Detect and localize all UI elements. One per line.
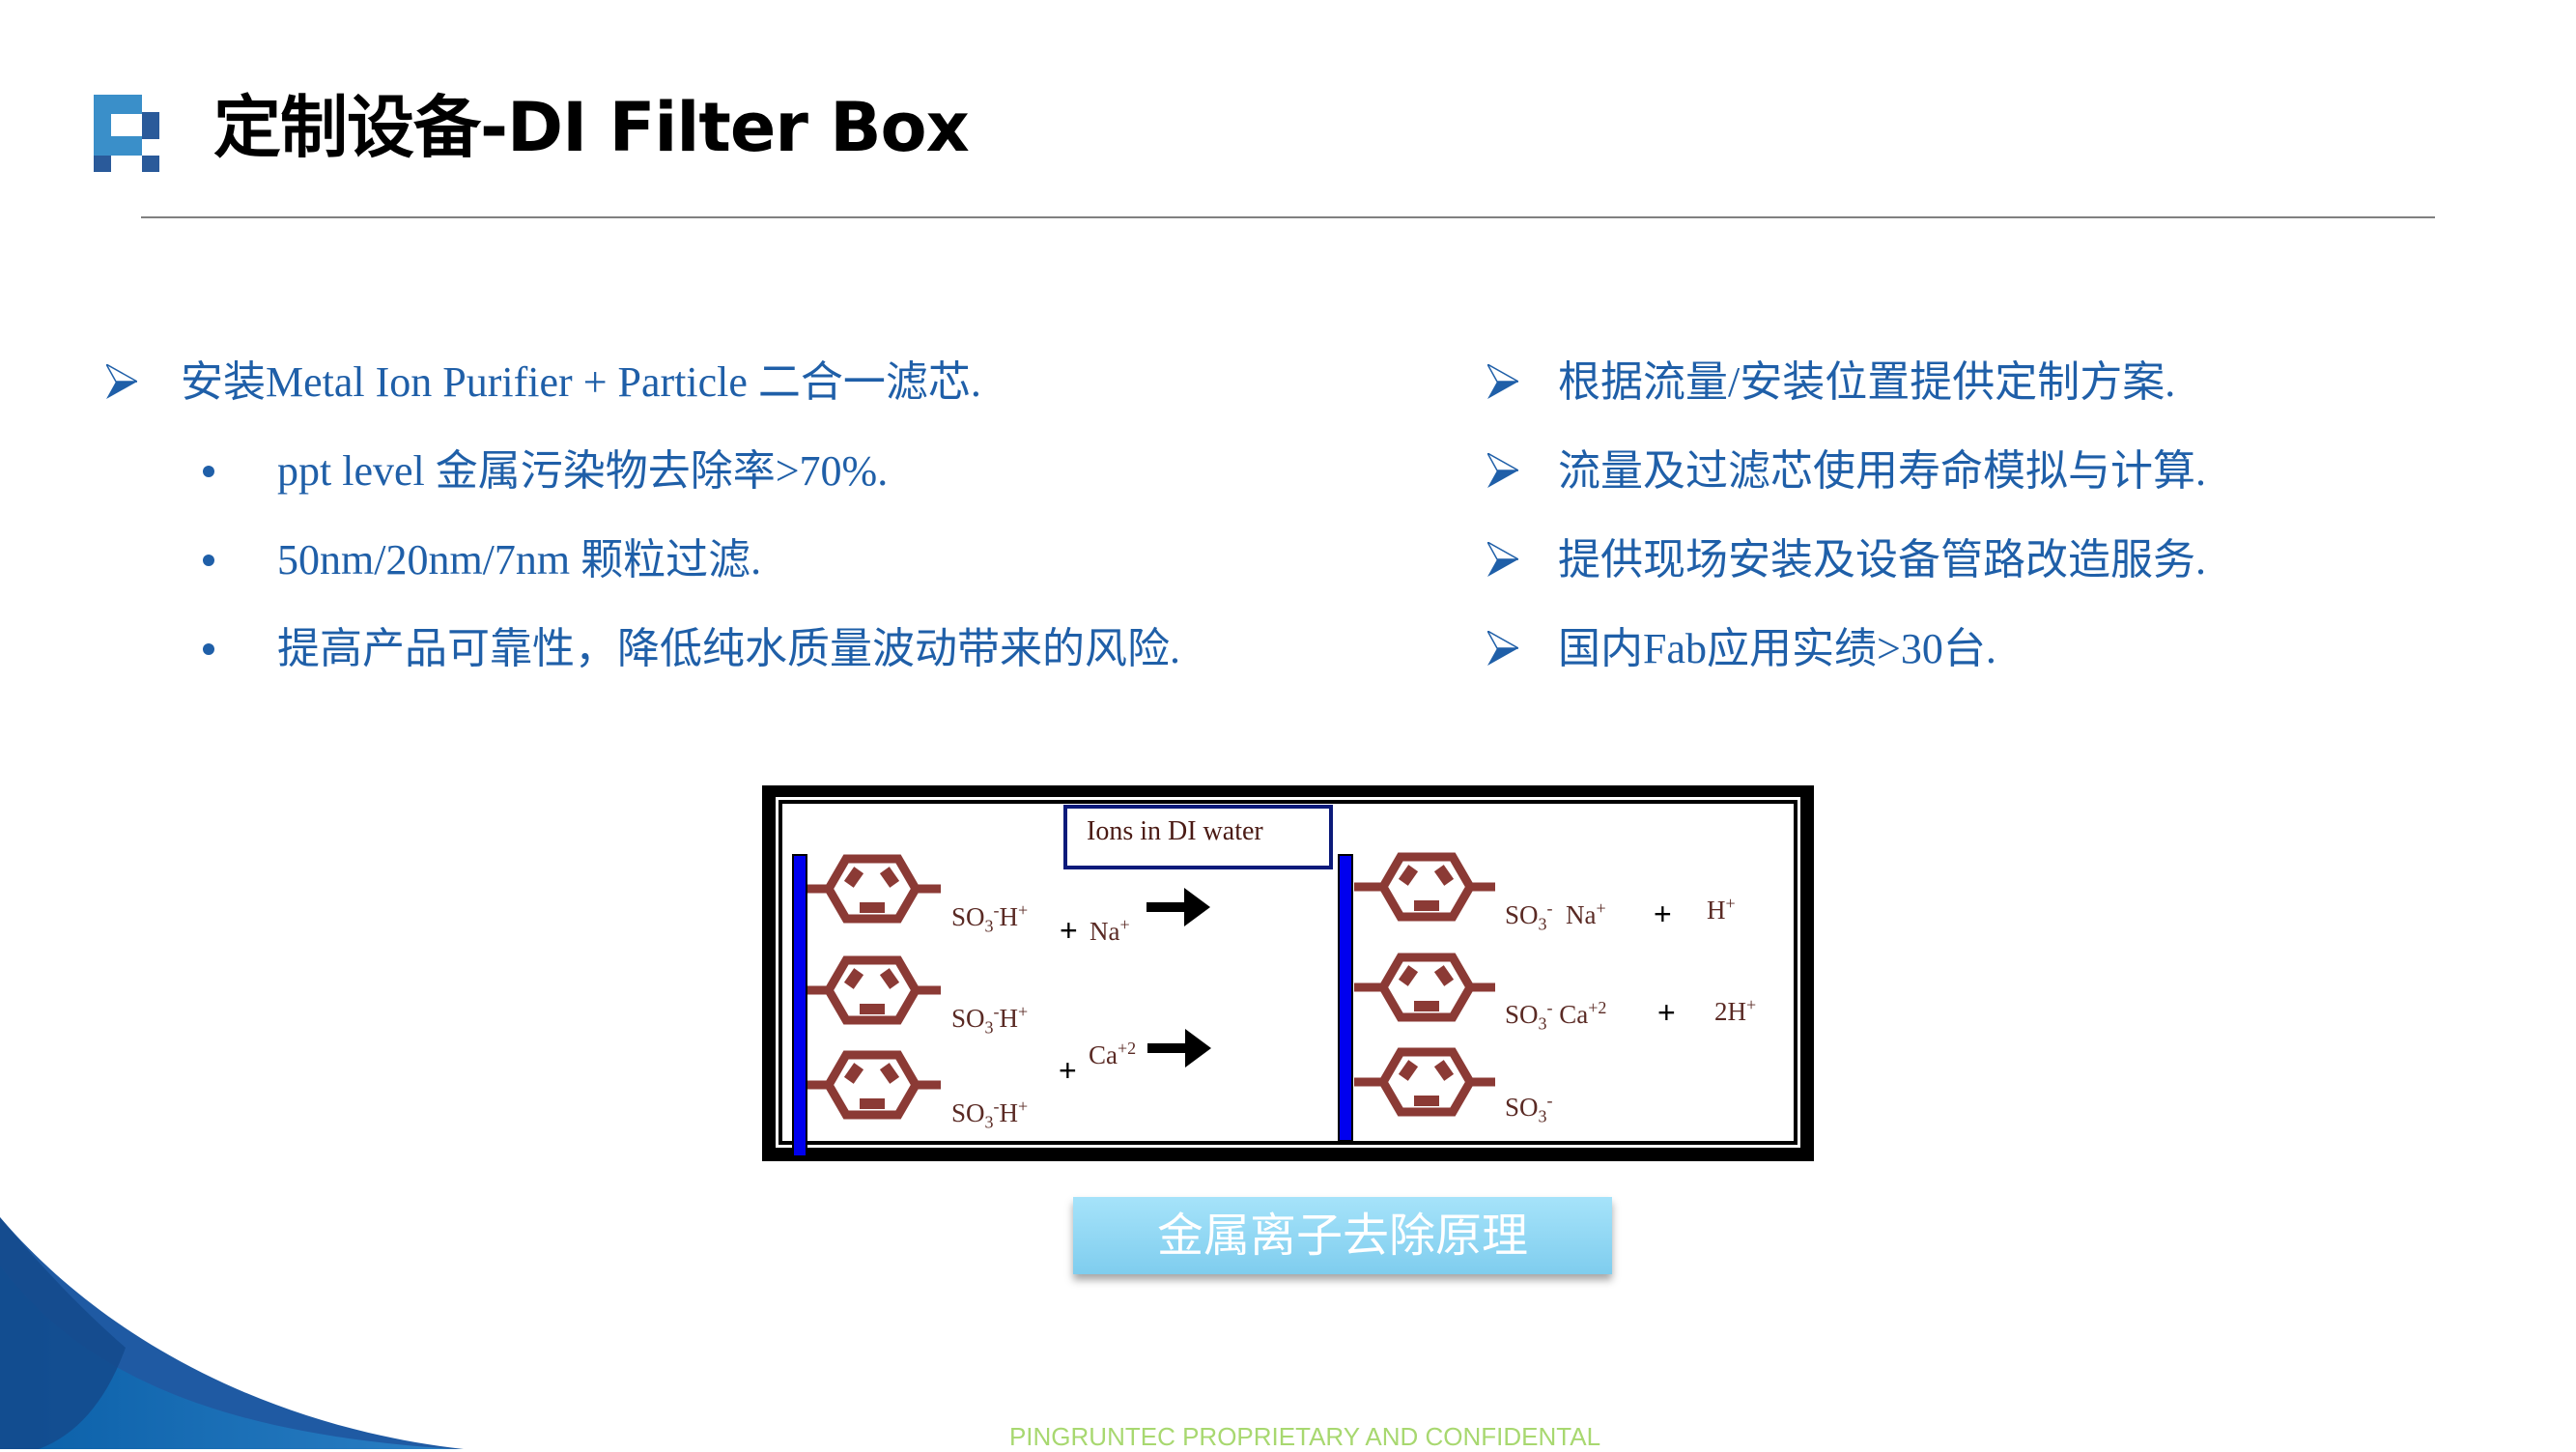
- molecule-icon: [800, 859, 941, 919]
- molecule-icon: [1354, 957, 1495, 1017]
- reactant-label: Na+: [1090, 915, 1130, 946]
- product-label: 2H+: [1714, 995, 1757, 1026]
- page-title: 定制设备-DI Filter Box: [213, 88, 970, 167]
- product-group-label: SO3- Ca+2: [1505, 998, 1607, 1034]
- ions-label: Ions in DI water: [1087, 816, 1263, 846]
- arrow-bullet-icon: [1487, 364, 1518, 399]
- list-item: 流量及过滤芯使用寿命模拟与计算.: [1558, 447, 2206, 495]
- arrow-bullet-icon: [1487, 542, 1518, 577]
- reaction-arrow-icon: [1146, 888, 1210, 926]
- reactant-label: Ca+2: [1089, 1039, 1137, 1069]
- functional-group-label: SO3-H+: [951, 1002, 1029, 1038]
- molecule-icon: [1354, 857, 1495, 917]
- title-divider: [141, 216, 2435, 218]
- product-group-label: SO3-: [1505, 1091, 1553, 1126]
- molecule-icon: [1354, 1052, 1495, 1112]
- molecule-icon: [800, 960, 941, 1020]
- plus-sign: +: [1059, 1053, 1077, 1088]
- functional-group-label: SO3-H+: [951, 1096, 1029, 1132]
- list-item: 国内Fab应用实绩>30台.: [1558, 625, 1996, 672]
- diagram-caption: 金属离子去除原理: [1073, 1197, 1612, 1274]
- reaction-arrow-icon: [1147, 1029, 1211, 1068]
- resin-bar-right: [1338, 854, 1353, 1142]
- list-item-sub: 提高产品可靠性，降低纯水质量波动带来的风险.: [277, 625, 1180, 672]
- resin-bar-left: [792, 854, 807, 1157]
- company-logo: [94, 95, 159, 172]
- bullet-dot-icon: [203, 466, 214, 477]
- arrow-bullet-icon: [106, 364, 137, 399]
- bullet-dot-icon: [203, 555, 214, 566]
- ions-label-box: Ions in DI water: [1063, 805, 1333, 869]
- plus-sign: +: [1657, 995, 1676, 1030]
- list-item: 提供现场安装及设备管路改造服务.: [1558, 536, 2206, 584]
- list-item-sub: 50nm/20nm/7nm 颗粒过滤.: [277, 536, 762, 584]
- product-label: H+: [1707, 894, 1736, 925]
- list-item-main: 安装Metal Ion Purifier + Particle 二合一滤芯.: [181, 358, 981, 406]
- arrow-bullet-icon: [1487, 631, 1518, 666]
- plus-sign: +: [1654, 897, 1672, 931]
- decorative-corner-swoosh: [0, 1217, 464, 1449]
- molecule-icon: [800, 1055, 941, 1115]
- plus-sign: +: [1060, 913, 1078, 948]
- bullet-dot-icon: [203, 643, 214, 655]
- confidentiality-footer: PINGRUNTEC PROPRIETARY AND CONFIDENTAL: [1008, 1422, 1601, 1451]
- functional-group-label: SO3-H+: [951, 900, 1029, 936]
- list-item: 根据流量/安装位置提供定制方案.: [1558, 358, 2176, 406]
- list-item-sub: ppt level 金属污染物去除率>70%.: [277, 447, 889, 495]
- arrow-bullet-icon: [1487, 453, 1518, 488]
- product-group-label: SO3- Na+: [1505, 898, 1606, 934]
